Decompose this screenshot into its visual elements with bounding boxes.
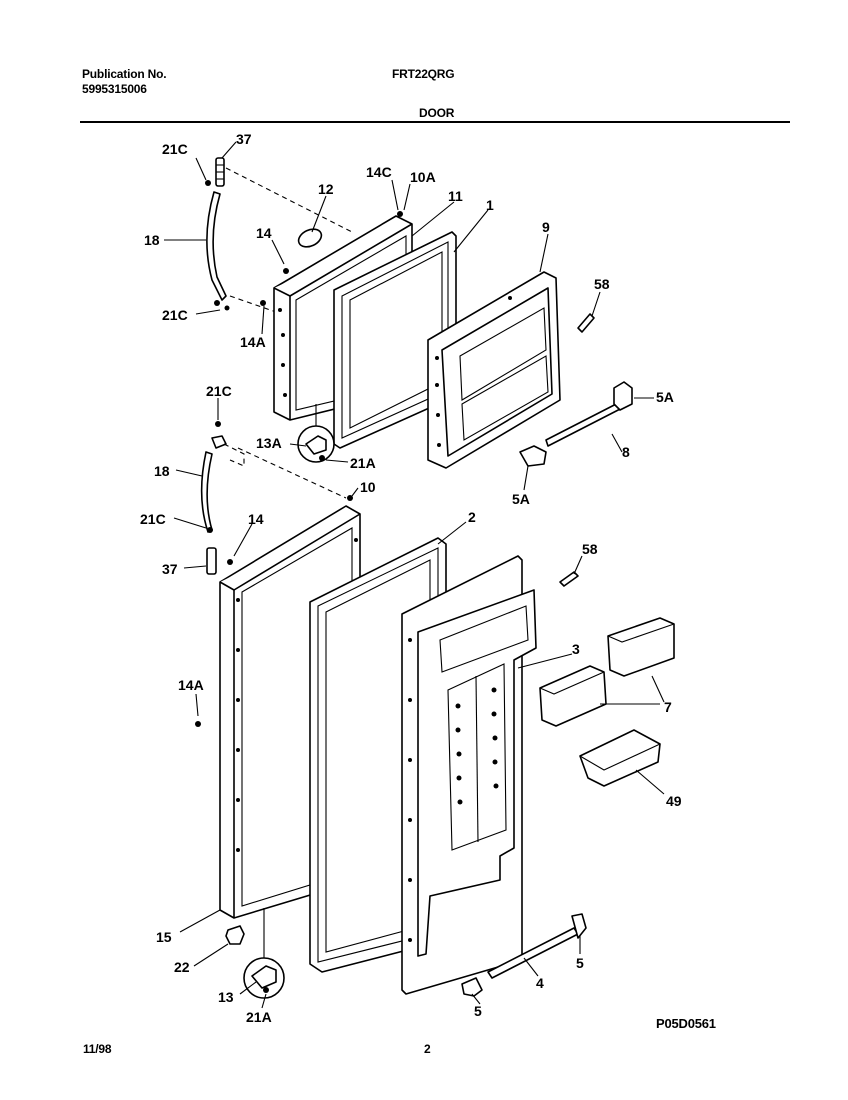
callout-15: 15 xyxy=(156,929,172,945)
callout-18-top: 18 xyxy=(144,232,160,248)
callout-4: 4 xyxy=(536,975,544,991)
cable-18-bottom xyxy=(200,421,227,575)
leader-lines xyxy=(164,141,665,1009)
callout-1: 1 xyxy=(486,197,494,213)
callout-21c-low: 21C xyxy=(140,511,166,527)
door-bins-7 xyxy=(539,617,675,727)
callout-14c: 14C xyxy=(366,164,392,180)
callout-21a-top: 21A xyxy=(350,455,376,471)
callout-12: 12 xyxy=(318,181,334,197)
hinge-13 xyxy=(243,908,285,999)
callout-21a-bottom: 21A xyxy=(246,1009,272,1025)
freezer-liner xyxy=(427,271,561,469)
callout-5a-right: 5A xyxy=(656,389,674,405)
model-number: FRT22QRG xyxy=(392,67,455,81)
callout-10: 10 xyxy=(360,479,376,495)
callout-2: 2 xyxy=(468,509,476,525)
callout-22: 22 xyxy=(174,959,190,975)
fresh-food-liner xyxy=(401,555,537,995)
callout-5-right: 5 xyxy=(576,955,584,971)
page-number: 2 xyxy=(424,1042,431,1056)
callout-18-bottom: 18 xyxy=(154,463,170,479)
cable-18-top xyxy=(205,157,230,311)
callout-58-bottom: 58 xyxy=(582,541,598,557)
callout-49: 49 xyxy=(666,793,682,809)
callout-14a-bottom: 14A xyxy=(178,677,204,693)
callout-5-bottom: 5 xyxy=(474,1003,482,1019)
bearing-22 xyxy=(225,925,245,945)
callout-10a: 10A xyxy=(410,169,436,185)
shelf-trim-4 xyxy=(461,913,587,997)
callout-37-bottom: 37 xyxy=(162,561,178,577)
callout-21c-mid2: 21C xyxy=(206,383,232,399)
callout-21c-top: 21C xyxy=(162,141,188,157)
diagram-code: P05D0561 xyxy=(656,1016,716,1031)
callout-58-top: 58 xyxy=(594,276,610,292)
screw-58-bottom xyxy=(559,571,579,587)
callout-11: 11 xyxy=(448,188,463,204)
door-bin-49 xyxy=(579,729,661,787)
callout-13: 13 xyxy=(218,989,234,1005)
hinge-13a xyxy=(297,404,335,463)
footer-date: 11/98 xyxy=(83,1042,112,1056)
callout-21c-mid1: 21C xyxy=(162,307,188,323)
callout-13a: 13A xyxy=(256,435,282,451)
callout-8: 8 xyxy=(622,444,630,460)
callout-5a-left: 5A xyxy=(512,491,530,507)
shelf-trim-8 xyxy=(519,381,633,467)
callout-14-bottom: 14 xyxy=(248,511,264,527)
screw-58-top xyxy=(577,313,595,333)
callout-7: 7 xyxy=(664,699,672,715)
publication-number: 5995315006 xyxy=(82,82,147,96)
callout-14a-top: 14A xyxy=(240,334,266,350)
callout-9: 9 xyxy=(542,219,550,235)
callout-14-top: 14 xyxy=(256,225,272,241)
publication-label: Publication No. xyxy=(82,67,167,81)
callout-3: 3 xyxy=(572,641,580,657)
header-rule xyxy=(80,121,790,123)
callout-37-top: 37 xyxy=(236,131,252,147)
section-title: DOOR xyxy=(419,106,455,120)
